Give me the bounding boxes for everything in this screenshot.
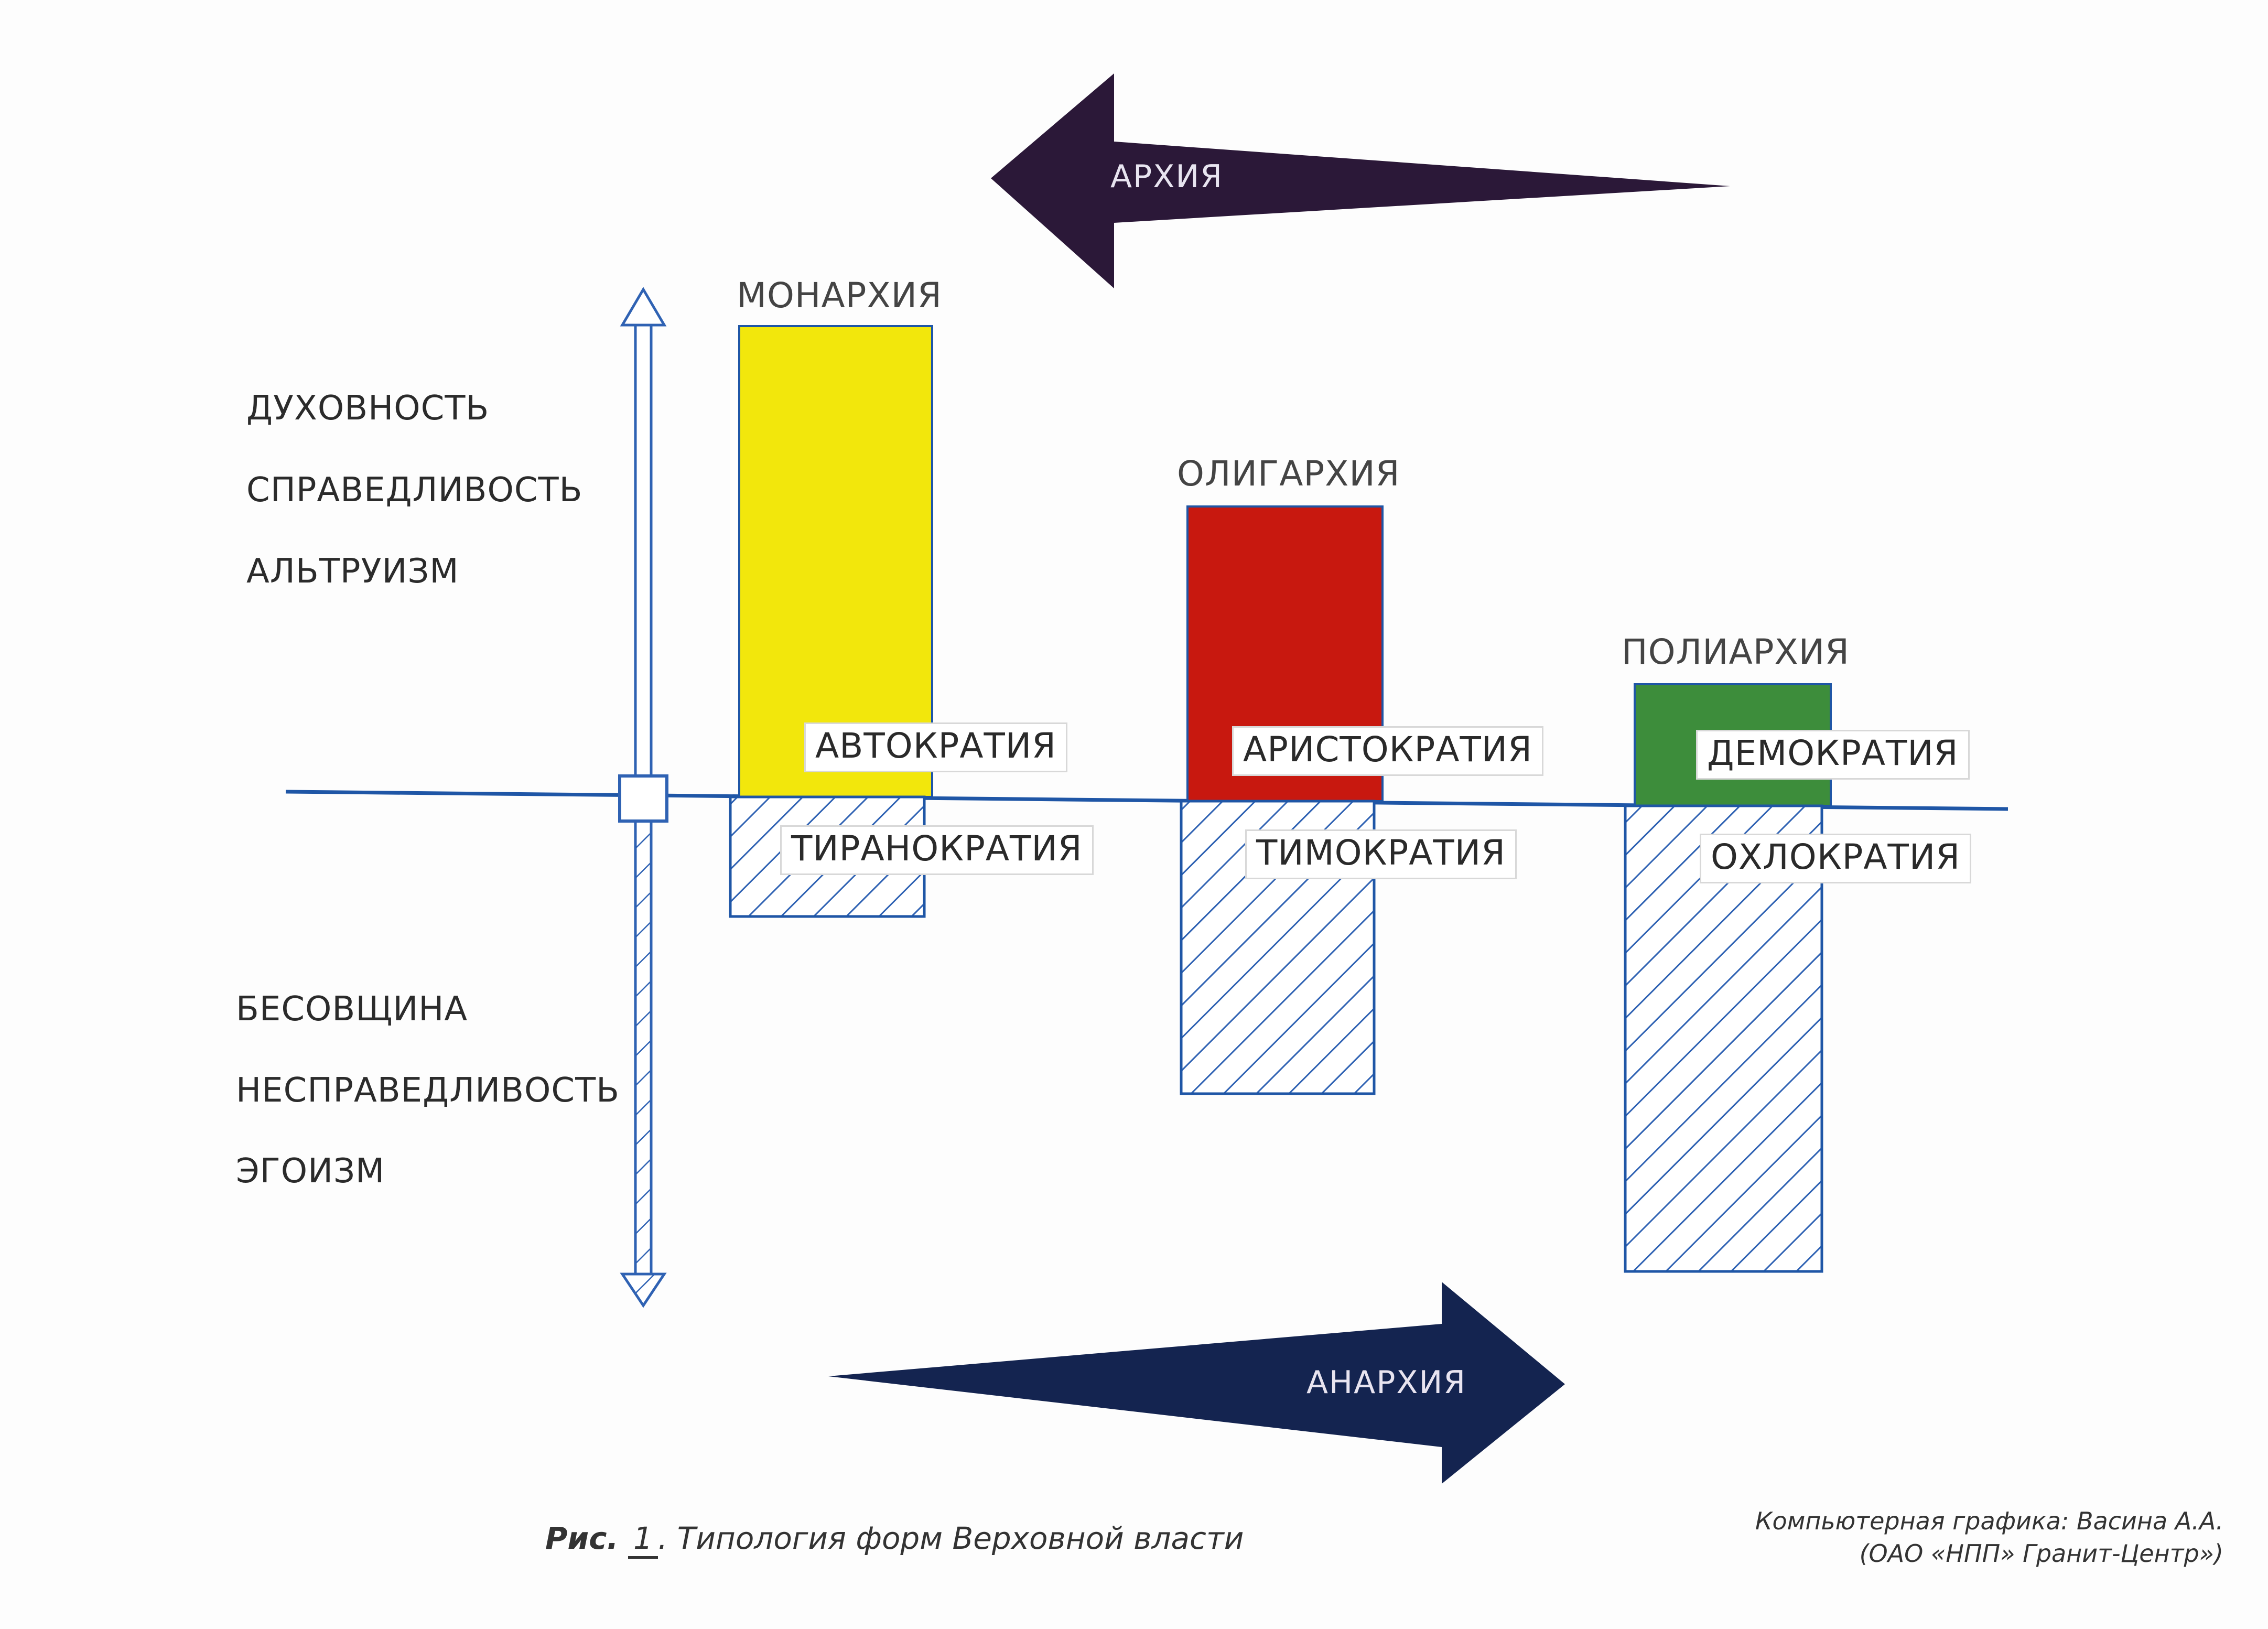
tyrannocracy-label: ТИРАНОКРАТИЯ [780, 825, 1094, 875]
archy-arrow [991, 73, 1730, 288]
axis-junction-square [618, 774, 668, 823]
upper-term-spirituality: ДУХОВНОСТЬ [246, 389, 490, 428]
lower-term-demonism: БЕСОВЩИНА [236, 990, 468, 1029]
aristocracy-label: АРИСТОКРАТИЯ [1232, 726, 1544, 776]
democracy-label: ДЕМОКРАТИЯ [1696, 730, 1970, 780]
archy-label: АРХИЯ [1110, 158, 1223, 195]
upper-term-justice: СПРАВЕДЛИВОСТЬ [246, 471, 583, 510]
lower-term-egoism: ЭГОИЗМ [236, 1152, 385, 1191]
caption-text: . Типология форм Верховной власти [657, 1520, 1244, 1556]
monarchy-upper-bar [738, 325, 933, 798]
lower-term-injustice: НЕСПРАВЕДЛИВОСТЬ [236, 1071, 620, 1110]
credit-block: Компьютерная графика: Васина А.А. (ОАО «… [1755, 1505, 2223, 1570]
upper-term-altruism: АЛЬТРУИЗМ [246, 552, 459, 591]
credit-line-2: (ОАО «НПП» Гранит-Центр») [1859, 1539, 2223, 1568]
anarchy-arrow [828, 1282, 1565, 1484]
caption-prefix: Рис. [545, 1520, 619, 1556]
caption-number: 1 [628, 1520, 658, 1559]
credit-line-1: Компьютерная графика: Васина А.А. [1755, 1507, 2223, 1535]
autocracy-label: АВТОКРАТИЯ [804, 722, 1068, 772]
polyarchy-lower-bar [1624, 804, 1823, 1273]
timocracy-label: ТИМОКРАТИЯ [1245, 829, 1517, 879]
monarchy-heading: МОНАРХИЯ [737, 275, 942, 316]
polyarchy-heading: ПОЛИАРХИЯ [1622, 632, 1850, 672]
oligarchy-heading: ОЛИГАРХИЯ [1177, 454, 1400, 494]
ochlocracy-label: ОХЛОКРАТИЯ [1700, 834, 1972, 883]
figure-caption: Рис. 1. Типология форм Верховной власти [545, 1520, 1244, 1559]
anarchy-label: АНАРХИЯ [1306, 1364, 1467, 1401]
